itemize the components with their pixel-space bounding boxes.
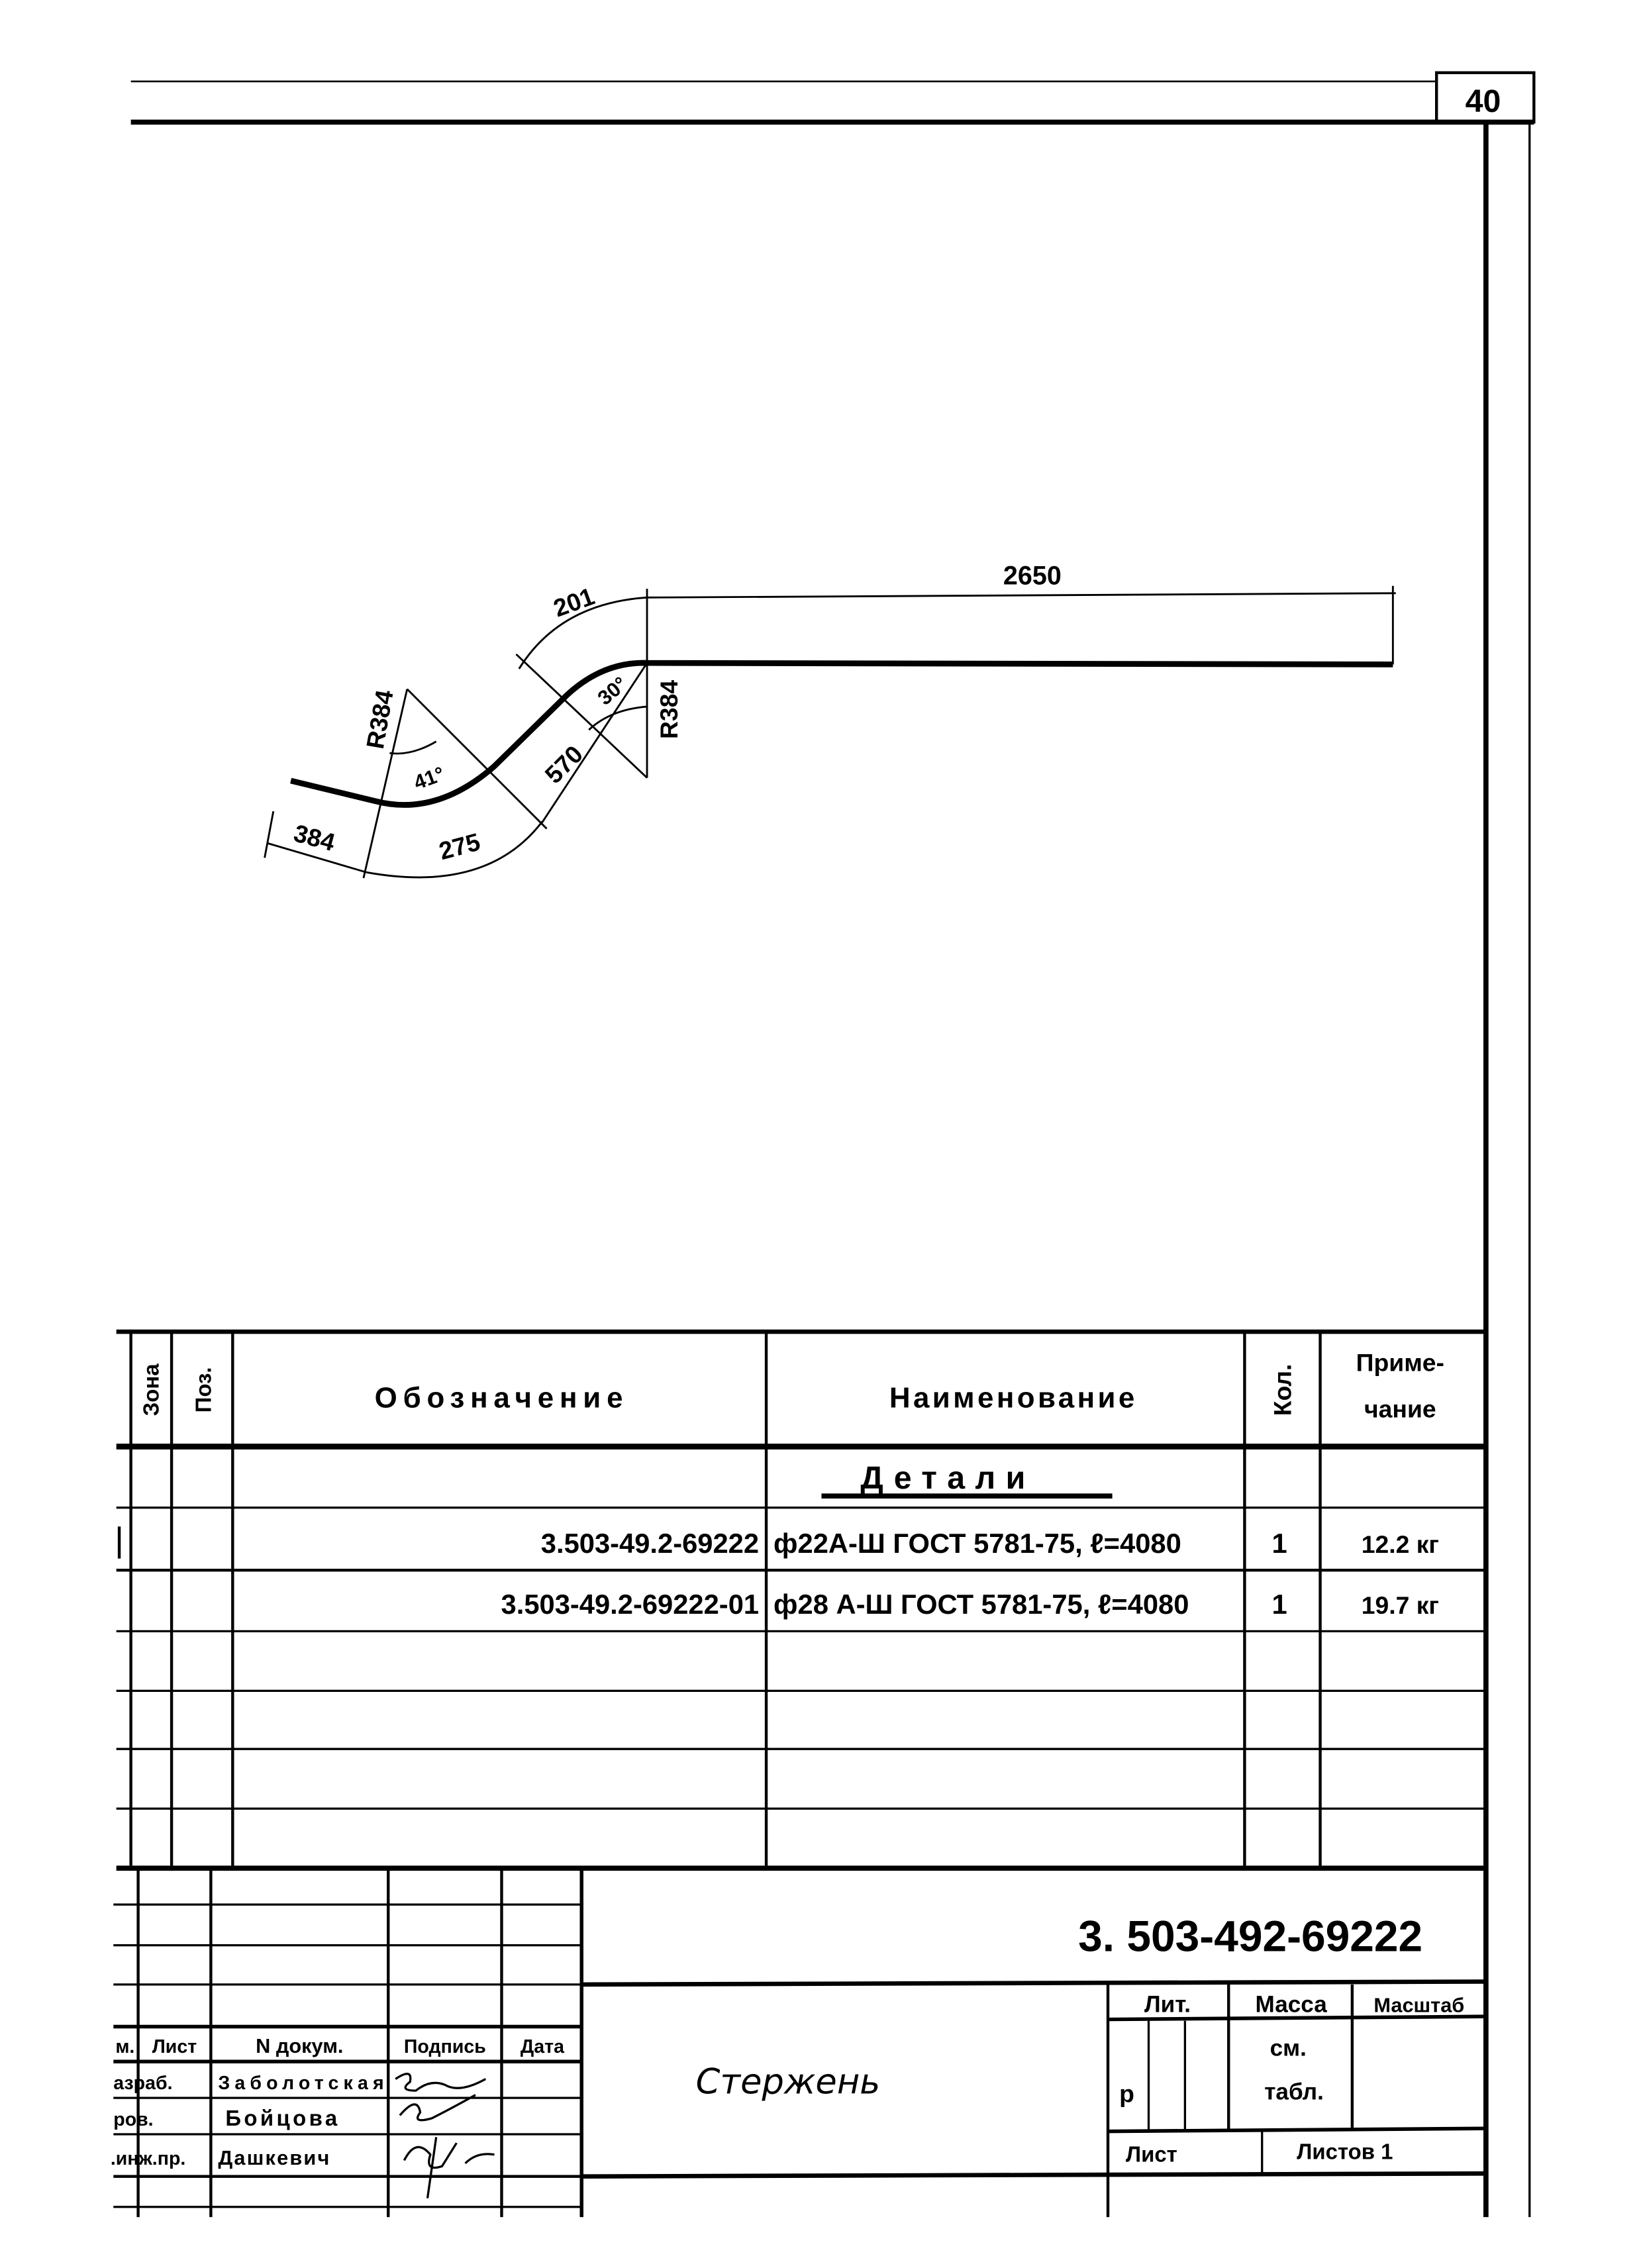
rebar-drawing: 2650 201 R384 41° 570 R384 30° 275 384 bbox=[264, 562, 1396, 879]
name-checker: Бойцова bbox=[225, 2106, 340, 2130]
row-qty: 1 bbox=[1271, 1589, 1287, 1620]
header-pos: Поз. bbox=[191, 1367, 215, 1412]
title-block: 3. 503-492-69222 Стержень м. Лист N доку… bbox=[111, 1868, 1486, 2218]
mass-value-2: табл. bbox=[1264, 2079, 1324, 2104]
dim-201: 201 bbox=[550, 582, 598, 622]
scale-label: Масштаб bbox=[1373, 1994, 1464, 2017]
header-note-2: чание bbox=[1364, 1395, 1436, 1423]
lit-label: Лит. bbox=[1144, 1992, 1191, 2018]
document-code: 3. 503-492-69222 bbox=[1078, 1911, 1422, 1960]
dim-30deg: 30° bbox=[593, 672, 632, 710]
signatures bbox=[395, 2073, 495, 2198]
row-name: ф22А-Ш ГОСТ 5781-75, ℓ=4080 bbox=[773, 1528, 1181, 1559]
role-developer: азраб. bbox=[113, 2073, 172, 2094]
header-zone: Зона bbox=[138, 1363, 163, 1416]
sheets-label: Листов 1 bbox=[1297, 2139, 1393, 2163]
sheet-number: 40 bbox=[1466, 83, 1501, 119]
col-header-change: м. bbox=[115, 2036, 134, 2057]
name-developer: Заболотская bbox=[218, 2073, 383, 2094]
header-qty: Кол. bbox=[1269, 1364, 1297, 1416]
row-name: ф28 А-Ш ГОСТ 5781-75, ℓ=4080 bbox=[773, 1589, 1189, 1620]
header-designation: Обозначение bbox=[375, 1381, 629, 1414]
mass-value-1: см. bbox=[1270, 2035, 1307, 2061]
spec-table: Зона Поз. Обозначение Наименование Кол. … bbox=[116, 1329, 1486, 1871]
name-chief-engineer: Дашкевич bbox=[218, 2146, 330, 2169]
frame bbox=[130, 71, 1536, 2218]
dim-384: 384 bbox=[291, 819, 338, 857]
sheet-label: Лист bbox=[1126, 2142, 1177, 2167]
role-chief-engineer: .инж.пр. bbox=[111, 2148, 185, 2169]
header-name: Наименование bbox=[889, 1381, 1138, 1414]
mass-label: Масса bbox=[1256, 1992, 1328, 2018]
dim-r384-left: R384 bbox=[361, 688, 399, 751]
row-qty: 1 bbox=[1271, 1528, 1287, 1559]
col-header-doc-number: N докум. bbox=[256, 2034, 343, 2057]
col-header-date: Дата bbox=[521, 2036, 565, 2057]
dim-r384-right: R384 bbox=[655, 680, 683, 739]
row-designation: 3.503-49.2-69222 bbox=[541, 1528, 759, 1559]
row-note: 12.2 кг bbox=[1362, 1530, 1439, 1558]
row-designation: 3.503-49.2-69222-01 bbox=[501, 1589, 760, 1620]
dim-570: 570 bbox=[540, 740, 589, 789]
rebar-bar bbox=[290, 660, 1393, 808]
col-header-sheet: Лист bbox=[152, 2036, 197, 2057]
row-note: 19.7 кг bbox=[1362, 1591, 1439, 1619]
dim-275: 275 bbox=[436, 828, 483, 865]
lit-value: р bbox=[1119, 2080, 1134, 2108]
dim-41deg: 41° bbox=[411, 762, 448, 795]
table-row: 3.503-49.2-69222-01 ф28 А-Ш ГОСТ 5781-75… bbox=[501, 1589, 1439, 1620]
dim-2650: 2650 bbox=[1003, 562, 1062, 591]
document-title: Стержень bbox=[696, 2062, 881, 2102]
header-note-1: Приме- bbox=[1356, 1348, 1444, 1376]
section-title: Детали bbox=[860, 1460, 1035, 1496]
table-row: 3.503-49.2-69222 ф22А-Ш ГОСТ 5781-75, ℓ=… bbox=[117, 1526, 1439, 1559]
role-checker: ров. bbox=[113, 2109, 153, 2130]
col-header-signature: Подпись bbox=[404, 2036, 486, 2057]
